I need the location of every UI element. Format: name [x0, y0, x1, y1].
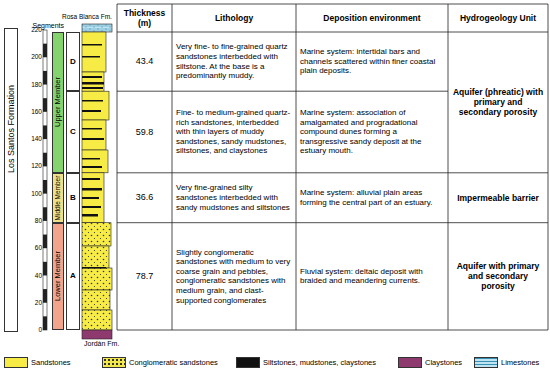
mudstone-layers — [82, 44, 106, 269]
table-header: Hydrogeology Unit — [460, 13, 536, 23]
legend-swatch — [474, 357, 498, 368]
segment-letter: B — [67, 194, 79, 202]
table-cell: 200 — [19, 52, 42, 62]
thickness-value: 43.4 — [136, 56, 154, 67]
band-label: Upper Member — [54, 77, 62, 127]
table-cell: Deposition environment — [296, 4, 448, 32]
segment-box: B — [66, 173, 80, 223]
table-cell: 78.7 — [117, 223, 172, 330]
table-cell: Fluvial system: deltaic deposit with bra… — [296, 223, 448, 330]
table-cell: Marine system: intertidal bars and chann… — [296, 32, 448, 91]
table-cell: Impermeable barrier — [448, 173, 548, 223]
table-cell: Aquifer (phreatic) with primary and seco… — [448, 32, 548, 173]
table-cell: Slightly conglomeratic sandstones with m… — [172, 223, 296, 330]
table-cell: Thickness (m) — [117, 4, 172, 32]
table-cell: Very fine-grained silty sandstones inter… — [172, 173, 296, 223]
table-cell: 60 — [19, 243, 42, 253]
axis-tick-label: 0 — [38, 326, 42, 334]
table-header: Lithology — [215, 13, 253, 23]
scale-bar — [43, 30, 47, 330]
band-label: Los Santos Formation — [7, 85, 16, 173]
band-label: Lower Member — [54, 251, 62, 301]
member-band: Lower Member — [52, 223, 64, 330]
formation-band: Los Santos Formation — [4, 28, 18, 332]
segment-letter: C — [67, 128, 79, 136]
table-cell: Marine system: alluvial plain areas form… — [296, 173, 448, 223]
table-cell: 40 — [19, 270, 42, 280]
axis-tick-label: 140 — [31, 135, 42, 143]
axis-tick-label: 180 — [31, 81, 42, 89]
lithology-text: Very fine-grained silty sandstones inter… — [176, 183, 292, 212]
table-cell: Jordán Fm. — [84, 340, 144, 350]
thickness-value: 59.8 — [136, 127, 154, 138]
table-cell: 220 — [19, 25, 42, 35]
formation-name: Rosa Blanca Fm. — [62, 13, 112, 21]
segment-letter: A — [67, 272, 79, 280]
axis-tick-label: 220 — [31, 26, 42, 34]
legend-label: Limestones — [501, 357, 539, 368]
table-grid — [117, 4, 548, 330]
table-cell: 180 — [19, 80, 42, 90]
environment-text: Marine system: intertidal bars and chann… — [300, 47, 444, 76]
segment-box: C — [66, 91, 80, 173]
table-cell: 140 — [19, 134, 42, 144]
table-cell: Aquifer with primary and secondary poros… — [448, 223, 548, 330]
table-cell: 160 — [19, 107, 42, 117]
environment-text: Fluvial system: deltaic deposit with bra… — [300, 267, 444, 286]
formation-name: Jordán Fm. — [84, 340, 119, 348]
axis-tick-label: 120 — [31, 162, 42, 170]
table-cell: Segments — [24, 21, 64, 31]
table-cell: 100 — [19, 189, 42, 199]
thickness-value: 78.7 — [136, 271, 154, 282]
hydro-unit: Aquifer with primary and secondary poros… — [452, 261, 544, 292]
table-cell: Hydrogeology Unit — [448, 4, 548, 32]
legend-label: Claystones — [425, 357, 462, 368]
member-band: Upper Member — [52, 32, 64, 173]
table-cell: 0 — [19, 325, 42, 335]
table-cell: Very fine- to fine-grained quartz sandst… — [172, 32, 296, 91]
table-cell: 120 — [19, 161, 42, 171]
table-cell: Rosa Blanca Fm. — [62, 12, 116, 22]
table-cell: 59.8 — [117, 91, 172, 173]
table-header: Deposition environment — [323, 13, 420, 23]
axis-tick-label: 200 — [31, 53, 42, 61]
legend-swatch — [102, 357, 126, 368]
table-cell: 80 — [19, 216, 42, 226]
lithology-text: Fine- to medium-grained quartz-rich sand… — [176, 108, 292, 156]
environment-text: Marine system: association of amalgamate… — [300, 108, 444, 156]
table-cell: Lithology — [172, 4, 296, 32]
table-cell: 36.6 — [117, 173, 172, 223]
thickness-value: 36.6 — [136, 192, 154, 203]
axis-tick-label: 40 — [35, 272, 42, 280]
legend-label: Sandstones — [31, 357, 71, 368]
segment-box: D — [66, 32, 80, 91]
segment-letter: D — [67, 58, 79, 66]
table-cell: Fine- to medium-grained quartz-rich sand… — [172, 91, 296, 173]
legend-label: Siltstones, mudstones, claystones — [263, 357, 376, 368]
axis-tick-label: 20 — [35, 299, 42, 307]
segment-box: A — [66, 223, 80, 330]
lithology-text: Very fine- to fine-grained quartz sandst… — [176, 42, 292, 80]
legend-swatch — [398, 357, 422, 368]
table-cell: 20 — [19, 298, 42, 308]
axis-tick-label: 60 — [35, 244, 42, 252]
band-label: Middle Member — [55, 175, 62, 220]
environment-text: Marine system: alluvial plain areas form… — [300, 188, 444, 207]
hydro-unit: Aquifer (phreatic) with primary and seco… — [452, 87, 544, 118]
axis-tick-label: 80 — [35, 217, 42, 225]
axis-tick-label: 100 — [31, 190, 42, 198]
axis-tick-label: 160 — [31, 108, 42, 116]
legend-swatch — [4, 357, 28, 368]
legend-label: Conglomeratic sandstones — [129, 357, 218, 368]
table-header: Thickness (m) — [121, 8, 168, 28]
table-cell: 43.4 — [117, 32, 172, 91]
legend-swatch — [236, 357, 260, 368]
table-cell: Marine system: association of amalgamate… — [296, 91, 448, 173]
lithology-text: Slightly conglomeratic sandstones with m… — [176, 248, 292, 306]
member-band: Middle Member — [52, 173, 64, 223]
lithologic-column — [82, 24, 112, 339]
hydro-unit: Impermeable barrier — [457, 193, 539, 203]
